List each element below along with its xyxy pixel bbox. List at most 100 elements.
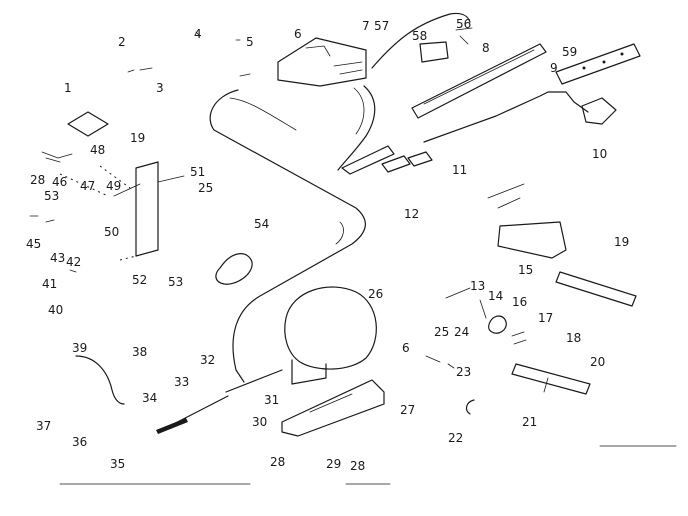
- callout-label: 1: [64, 81, 72, 95]
- part-59-hole: [582, 66, 586, 70]
- callout-label: 23: [456, 365, 471, 379]
- callout-label: 39: [72, 341, 87, 355]
- part-14-pin: [445, 287, 487, 319]
- callout-label: 6: [402, 341, 410, 355]
- callout-label: 51: [190, 165, 205, 179]
- part-59-hole: [620, 52, 624, 56]
- callout-label: 28: [350, 459, 365, 473]
- callout-label: 26: [368, 287, 383, 301]
- part-6-plate: [277, 37, 367, 87]
- callout-label: 10: [592, 147, 607, 161]
- callout-label: 2: [118, 35, 126, 49]
- part-57-cable: [371, 12, 471, 69]
- callout-label: 14: [488, 289, 503, 303]
- callout-label: 17: [538, 311, 553, 325]
- callout-label: 28: [270, 455, 285, 469]
- callout-label: 30: [252, 415, 267, 429]
- part-34-shaft-tip: [156, 418, 188, 434]
- callout-label: 24: [454, 325, 469, 339]
- callout-label: 58: [412, 29, 427, 43]
- callout-label: 25: [434, 325, 449, 339]
- part-2-3-fasteners: [127, 67, 153, 73]
- callout-label: 34: [142, 391, 157, 405]
- callout-label: 48: [90, 143, 105, 157]
- callout-label: 19: [130, 131, 145, 145]
- callout-label: 43: [50, 251, 65, 265]
- part-39-cable: [75, 355, 125, 405]
- callout-label: 38: [132, 345, 147, 359]
- part-59-hole: [602, 60, 606, 64]
- callout-label: 49: [106, 179, 121, 193]
- part-26-motor: [284, 286, 377, 370]
- part-30-slot: [309, 393, 353, 413]
- callout-label: 29: [326, 457, 341, 471]
- callout-label: 28: [30, 173, 45, 187]
- part-16-ring: [488, 315, 507, 334]
- part-12-screws: [487, 183, 525, 209]
- callout-label: 47: [80, 179, 95, 193]
- part-7-cable: [337, 85, 376, 171]
- callout-label: 46: [52, 175, 67, 189]
- callout-label: 37: [36, 419, 51, 433]
- callout-label: 4: [194, 27, 202, 41]
- callout-label: 53: [168, 275, 183, 289]
- hidden-line: [59, 165, 137, 261]
- part-7-cable-2: [353, 87, 365, 135]
- callout-label: 5: [246, 35, 254, 49]
- callout-label: 7: [362, 19, 370, 33]
- callout-label: 13: [470, 279, 485, 293]
- callout-label: 21: [522, 415, 537, 429]
- callout-label: 52: [132, 273, 147, 287]
- main-boom-inner: [229, 97, 344, 245]
- part-11-component: [341, 145, 395, 175]
- callout-label: 45: [26, 237, 41, 251]
- callout-label: 27: [400, 403, 415, 417]
- part-6-detail: [305, 45, 363, 75]
- callout-label: 15: [518, 263, 533, 277]
- part-56-fitting: [455, 27, 473, 45]
- callout-label: 25: [198, 181, 213, 195]
- callout-label: 3: [156, 81, 164, 95]
- part-17-washer: [511, 331, 527, 345]
- part-54-clip: [215, 253, 253, 285]
- part-48-bracket: [41, 151, 73, 163]
- callout-label: 32: [200, 353, 215, 367]
- part-10-bracket: [581, 97, 617, 125]
- part-31-shaft: [225, 369, 283, 393]
- callout-label: 36: [72, 435, 87, 449]
- callout-label: 50: [104, 225, 119, 239]
- callout-label: 9: [550, 61, 558, 75]
- part-20-bar: [511, 363, 591, 395]
- callout-label: 18: [566, 331, 581, 345]
- callout-label: 8: [482, 41, 490, 55]
- callout-label: 57: [374, 19, 389, 33]
- callout-label: 6: [294, 27, 302, 41]
- callout-label: 20: [590, 355, 605, 369]
- part-59-strip: [555, 43, 641, 85]
- part-41-45-fasteners: [29, 215, 77, 273]
- part-51-bracket: [113, 175, 185, 197]
- callout-label: 40: [48, 303, 63, 317]
- part-8-rail-inner: [423, 49, 535, 105]
- callout-label: 41: [42, 277, 57, 291]
- callout-label: 59: [562, 45, 577, 59]
- part-11-component-b: [381, 155, 411, 173]
- part-4-5-screws: [195, 31, 251, 77]
- callout-label: 42: [66, 255, 81, 269]
- part-11-component-c: [407, 151, 433, 167]
- callout-label: 16: [512, 295, 527, 309]
- baseline-rule: [59, 445, 677, 485]
- part-27-base-plate: [281, 379, 385, 437]
- part-8-rail: [411, 43, 547, 119]
- callout-label: 56: [456, 17, 471, 31]
- part-13-17-assembly: [497, 221, 567, 259]
- part-23-fitting: [425, 355, 455, 369]
- callout-label: 53: [44, 189, 59, 203]
- callout-label: 22: [448, 431, 463, 445]
- part-22-hook: [465, 399, 475, 415]
- callout-label: 31: [264, 393, 279, 407]
- callout-label: 35: [110, 457, 125, 471]
- callout-label: 54: [254, 217, 269, 231]
- part-18-pin: [543, 377, 549, 393]
